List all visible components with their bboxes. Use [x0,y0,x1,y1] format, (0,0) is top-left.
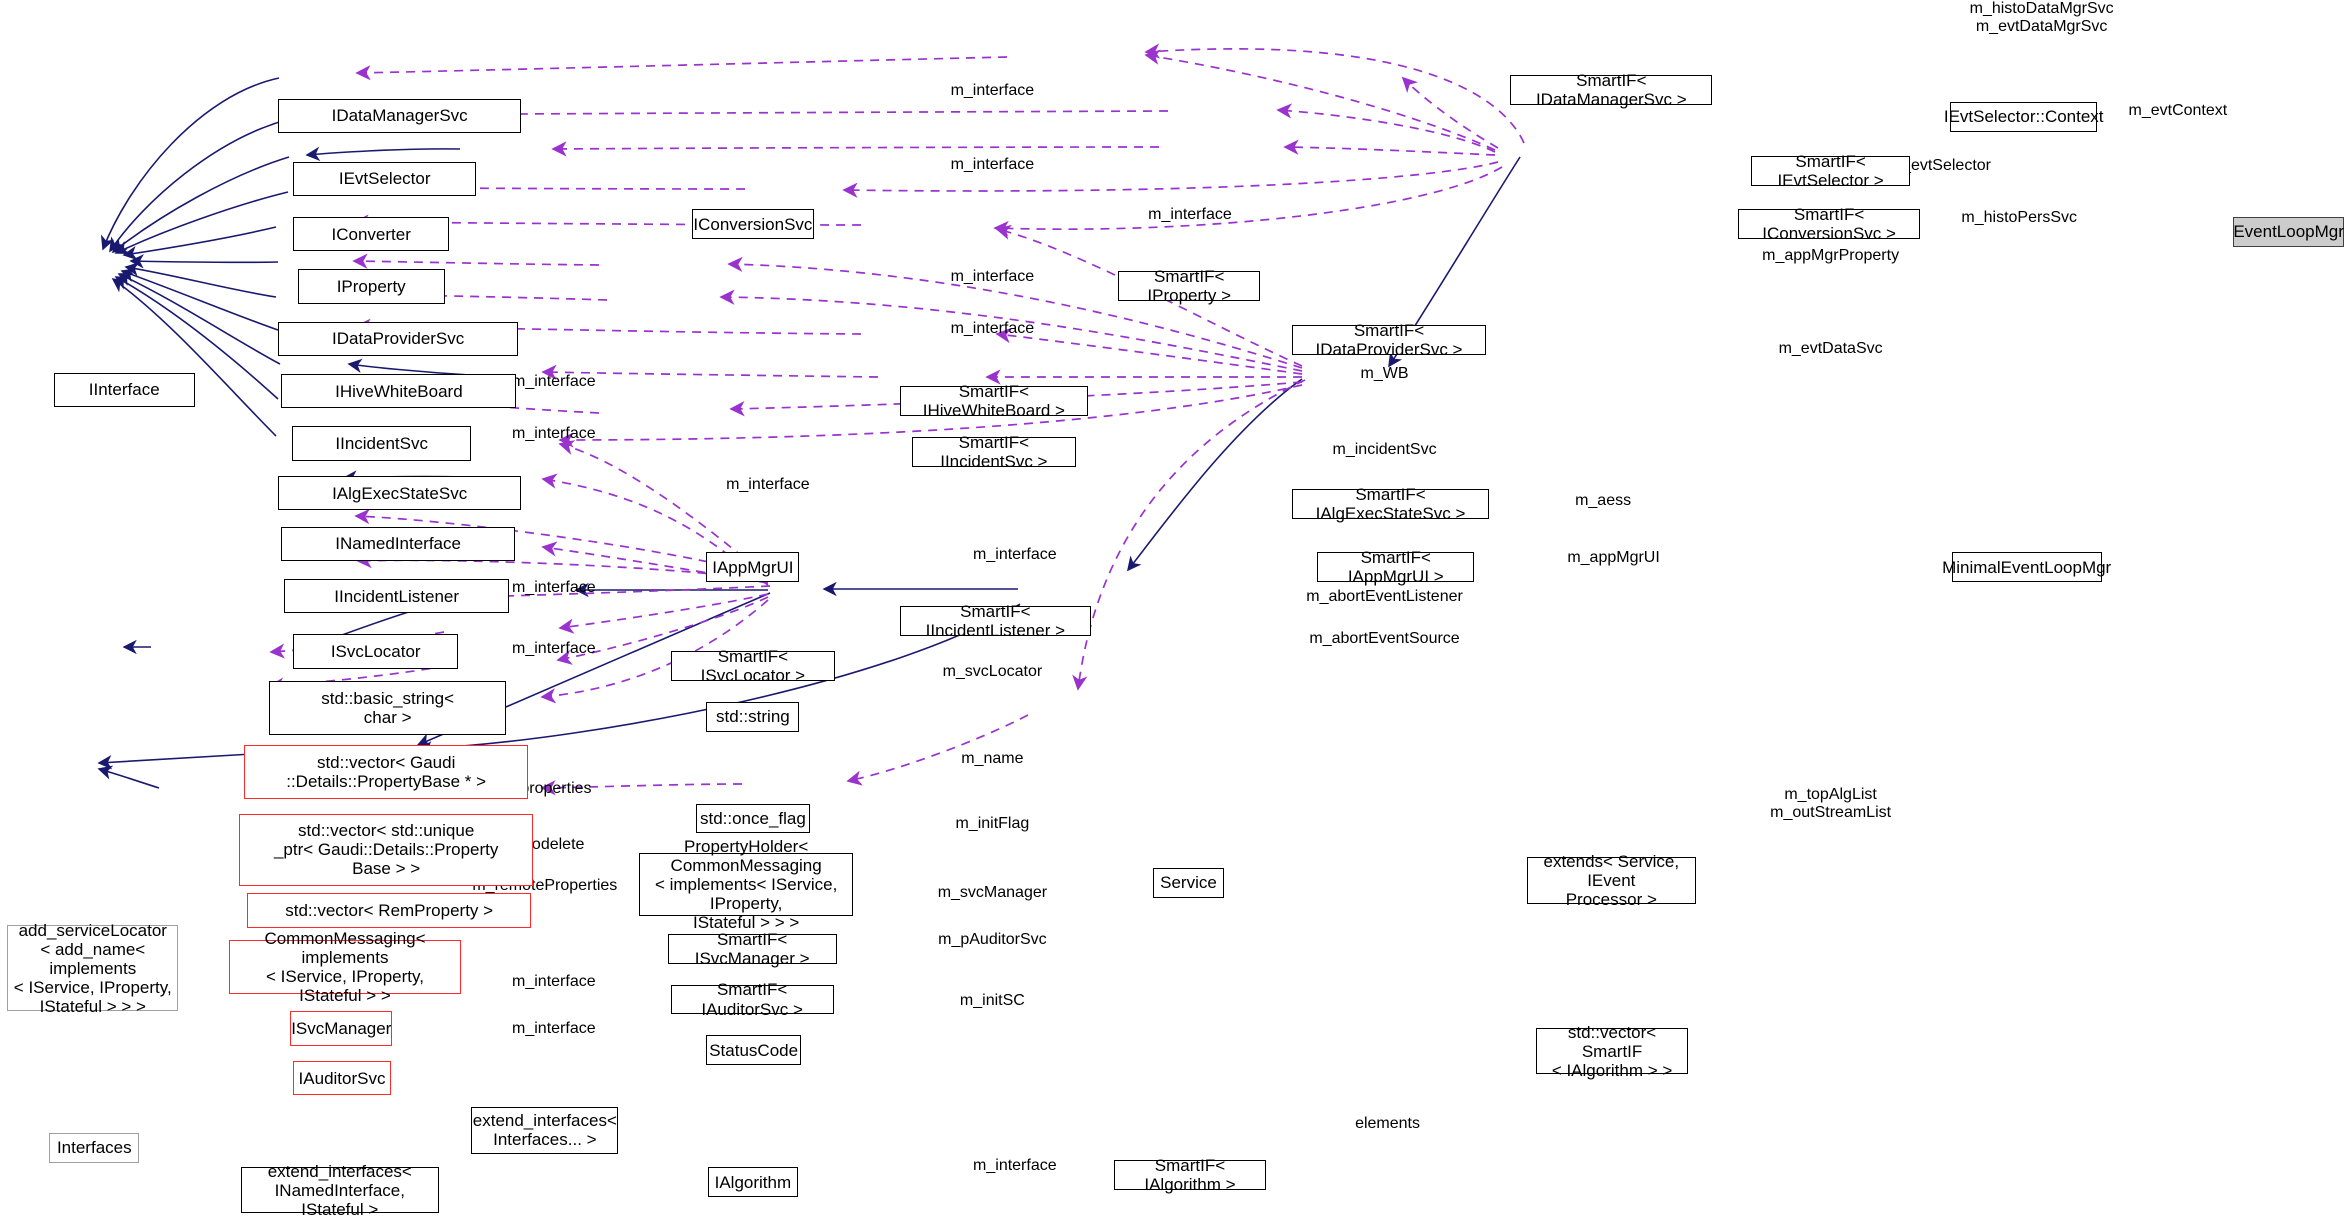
class-node-IEvtSelectorContext[interactable]: IEvtSelector::Context [1944,101,2104,132]
class-node-SmartIF_IHiveWhiteBoard[interactable]: SmartIF< IHiveWhiteBoard > [899,382,1089,420]
class-node-std_once_flag[interactable]: std::once_flag [696,803,810,834]
edge-label: m_evtSelector [1888,157,1991,175]
class-node-INamedInterface[interactable]: INamedInterface [281,526,515,562]
class-node-IInterface[interactable]: IInterface [53,372,195,407]
edge-label: m_interface [512,579,596,597]
edge-label: m_interface [950,267,1035,285]
class-node-SmartIF_IEvtSelector[interactable]: SmartIF< IEvtSelector > [1751,152,1910,190]
edge-label: m_topAlgList m_outStreamList [1770,785,1892,821]
class-node-basic_string[interactable]: std::basic_string< char > [269,680,506,735]
edge-label: m_interface [726,475,810,493]
class-node-SmartIF_IAppMgrUI[interactable]: SmartIF< IAppMgrUI > [1317,548,1475,586]
edge-label: m_svcManager [937,884,1048,902]
class-node-vec_remproperty[interactable]: std::vector< RemProperty > [246,893,532,928]
class-node-extends_Service[interactable]: extends< Service, IEvent Processor > [1526,852,1696,909]
class-node-MinimalEventLoopMgr[interactable]: MinimalEventLoopMgr [1942,552,2111,583]
class-node-SmartIF_IIncidentListener[interactable]: SmartIF< IIncidentListener > [899,602,1092,640]
class-node-IAuditorSvc[interactable]: IAuditorSvc [293,1060,391,1096]
edge-label: m_WB [1360,365,1409,383]
class-node-extend_interfaces_pack[interactable]: extend_interfaces< Interfaces... > [471,1107,619,1154]
class-node-IIncidentListener[interactable]: IIncidentListener [284,579,509,614]
edge-label: m_name [961,749,1024,767]
class-node-IEvtSelector[interactable]: IEvtSelector [293,161,476,196]
edge-label: m_interface [950,320,1035,338]
class-node-SmartIF_IConversionSvc[interactable]: SmartIF< IConversionSvc > [1737,205,1921,243]
edge-label: m_interface [950,155,1035,173]
class-node-extend_interfaces_named[interactable]: extend_interfaces< INamedInterface, ISta… [240,1162,439,1219]
class-node-IIncidentSvc[interactable]: IIncidentSvc [291,426,472,461]
class-node-SmartIF_ISvcManager[interactable]: SmartIF< ISvcManager > [667,930,837,968]
class-node-IConversionSvc[interactable]: IConversionSvc [691,209,815,240]
class-node-std_string[interactable]: std::string [706,701,800,732]
class-node-CommonMessaging[interactable]: CommonMessaging< implements < IService, … [229,929,461,1005]
class-node-IConverter[interactable]: IConverter [293,216,450,252]
edge-label: m_evtDataSvc [1778,339,1883,357]
edge-label: m_abortEventSource [1309,629,1460,647]
edge-label: m_interface [512,372,596,390]
edge-label: m_abortEventListener [1306,588,1463,606]
class-node-SmartIF_IDataProviderSvc[interactable]: SmartIF< IDataProviderSvc > [1291,321,1487,359]
edge-label: m_interface [512,1020,596,1038]
class-node-vec_unique_ptr[interactable]: std::vector< std::unique _ptr< Gaudi::De… [239,813,533,886]
class-node-Service[interactable]: Service [1152,867,1225,898]
class-node-StatusCode[interactable]: StatusCode [706,1035,801,1066]
class-node-ISvcLocator[interactable]: ISvcLocator [293,634,459,669]
edge-label: m_appMgrProperty [1762,246,1900,264]
class-node-IAlgorithm[interactable]: IAlgorithm [707,1167,798,1198]
class-node-ISvcManager[interactable]: ISvcManager [290,1011,393,1046]
edge-label: m_incidentSvc [1332,441,1437,459]
class-node-SmartIF_IAlgExecStateSvc[interactable]: SmartIF< IAlgExecStateSvc > [1291,485,1490,523]
edge-label: m_pAuditorSvc [938,930,1047,948]
class-node-EventLoopMgr[interactable]: EventLoopMgr [2233,216,2344,247]
class-node-PropertyHolder[interactable]: PropertyHolder< CommonMessaging < implem… [639,837,854,932]
class-node-add_serviceLocator[interactable]: add_serviceLocator < add_name< implement… [7,921,179,1016]
edge-label: elements [1355,1114,1420,1132]
edge-label: m_interface [512,972,596,990]
edge-label: m_interface [512,640,596,658]
edge-label: m_initFlag [955,815,1030,833]
edge-label: m_evtContext [2128,101,2228,119]
edge-label: m_interface [973,1156,1057,1174]
edge-label: m_interface [512,424,596,442]
class-node-vec_smartif_ialg[interactable]: std::vector< SmartIF < IAlgorithm > > [1535,1023,1689,1080]
edge-label: m_initSC [959,992,1025,1010]
edge-label: m_interface [1148,206,1232,224]
class-node-IDataProviderSvc[interactable]: IDataProviderSvc [278,321,518,357]
class-node-IAlgExecStateSvc[interactable]: IAlgExecStateSvc [278,475,521,511]
class-node-SmartIF_IDataManagerSvc[interactable]: SmartIF< IDataManagerSvc > [1510,71,1713,109]
class-node-IAppMgrUI[interactable]: IAppMgrUI [706,552,800,583]
edge-label: m_histoDataMgrSvc m_evtDataMgrSvc [1969,0,2114,36]
edge-label: m_aess [1575,492,1632,510]
edge-label: m_appMgrUI [1567,549,1660,567]
class-node-SmartIF_ISvcLocator[interactable]: SmartIF< ISvcLocator > [670,647,836,685]
class-node-SmartIF_IAlgorithm[interactable]: SmartIF< IAlgorithm > [1113,1156,1267,1194]
class-node-SmartIF_IProperty[interactable]: SmartIF< IProperty > [1118,267,1261,305]
class-node-IProperty[interactable]: IProperty [297,269,445,304]
edge-label: m_svcLocator [942,662,1043,680]
class-node-IHiveWhiteBoard[interactable]: IHiveWhiteBoard [281,374,517,409]
edge-label: m_interface [950,82,1035,100]
class-node-IDataManagerSvc[interactable]: IDataManagerSvc [278,98,521,134]
class-node-vec_propbase_ptr[interactable]: std::vector< Gaudi ::Details::PropertyBa… [243,745,529,799]
edge-label: m_interface [973,546,1057,564]
class-node-Interfaces[interactable]: Interfaces [49,1132,140,1163]
class-node-SmartIF_IAuditorSvc[interactable]: SmartIF< IAuditorSvc > [670,980,834,1019]
class-node-SmartIF_IIncidentSvc[interactable]: SmartIF< IIncidentSvc > [911,433,1077,471]
edge-label: m_histoPersSvc [1961,209,2077,227]
